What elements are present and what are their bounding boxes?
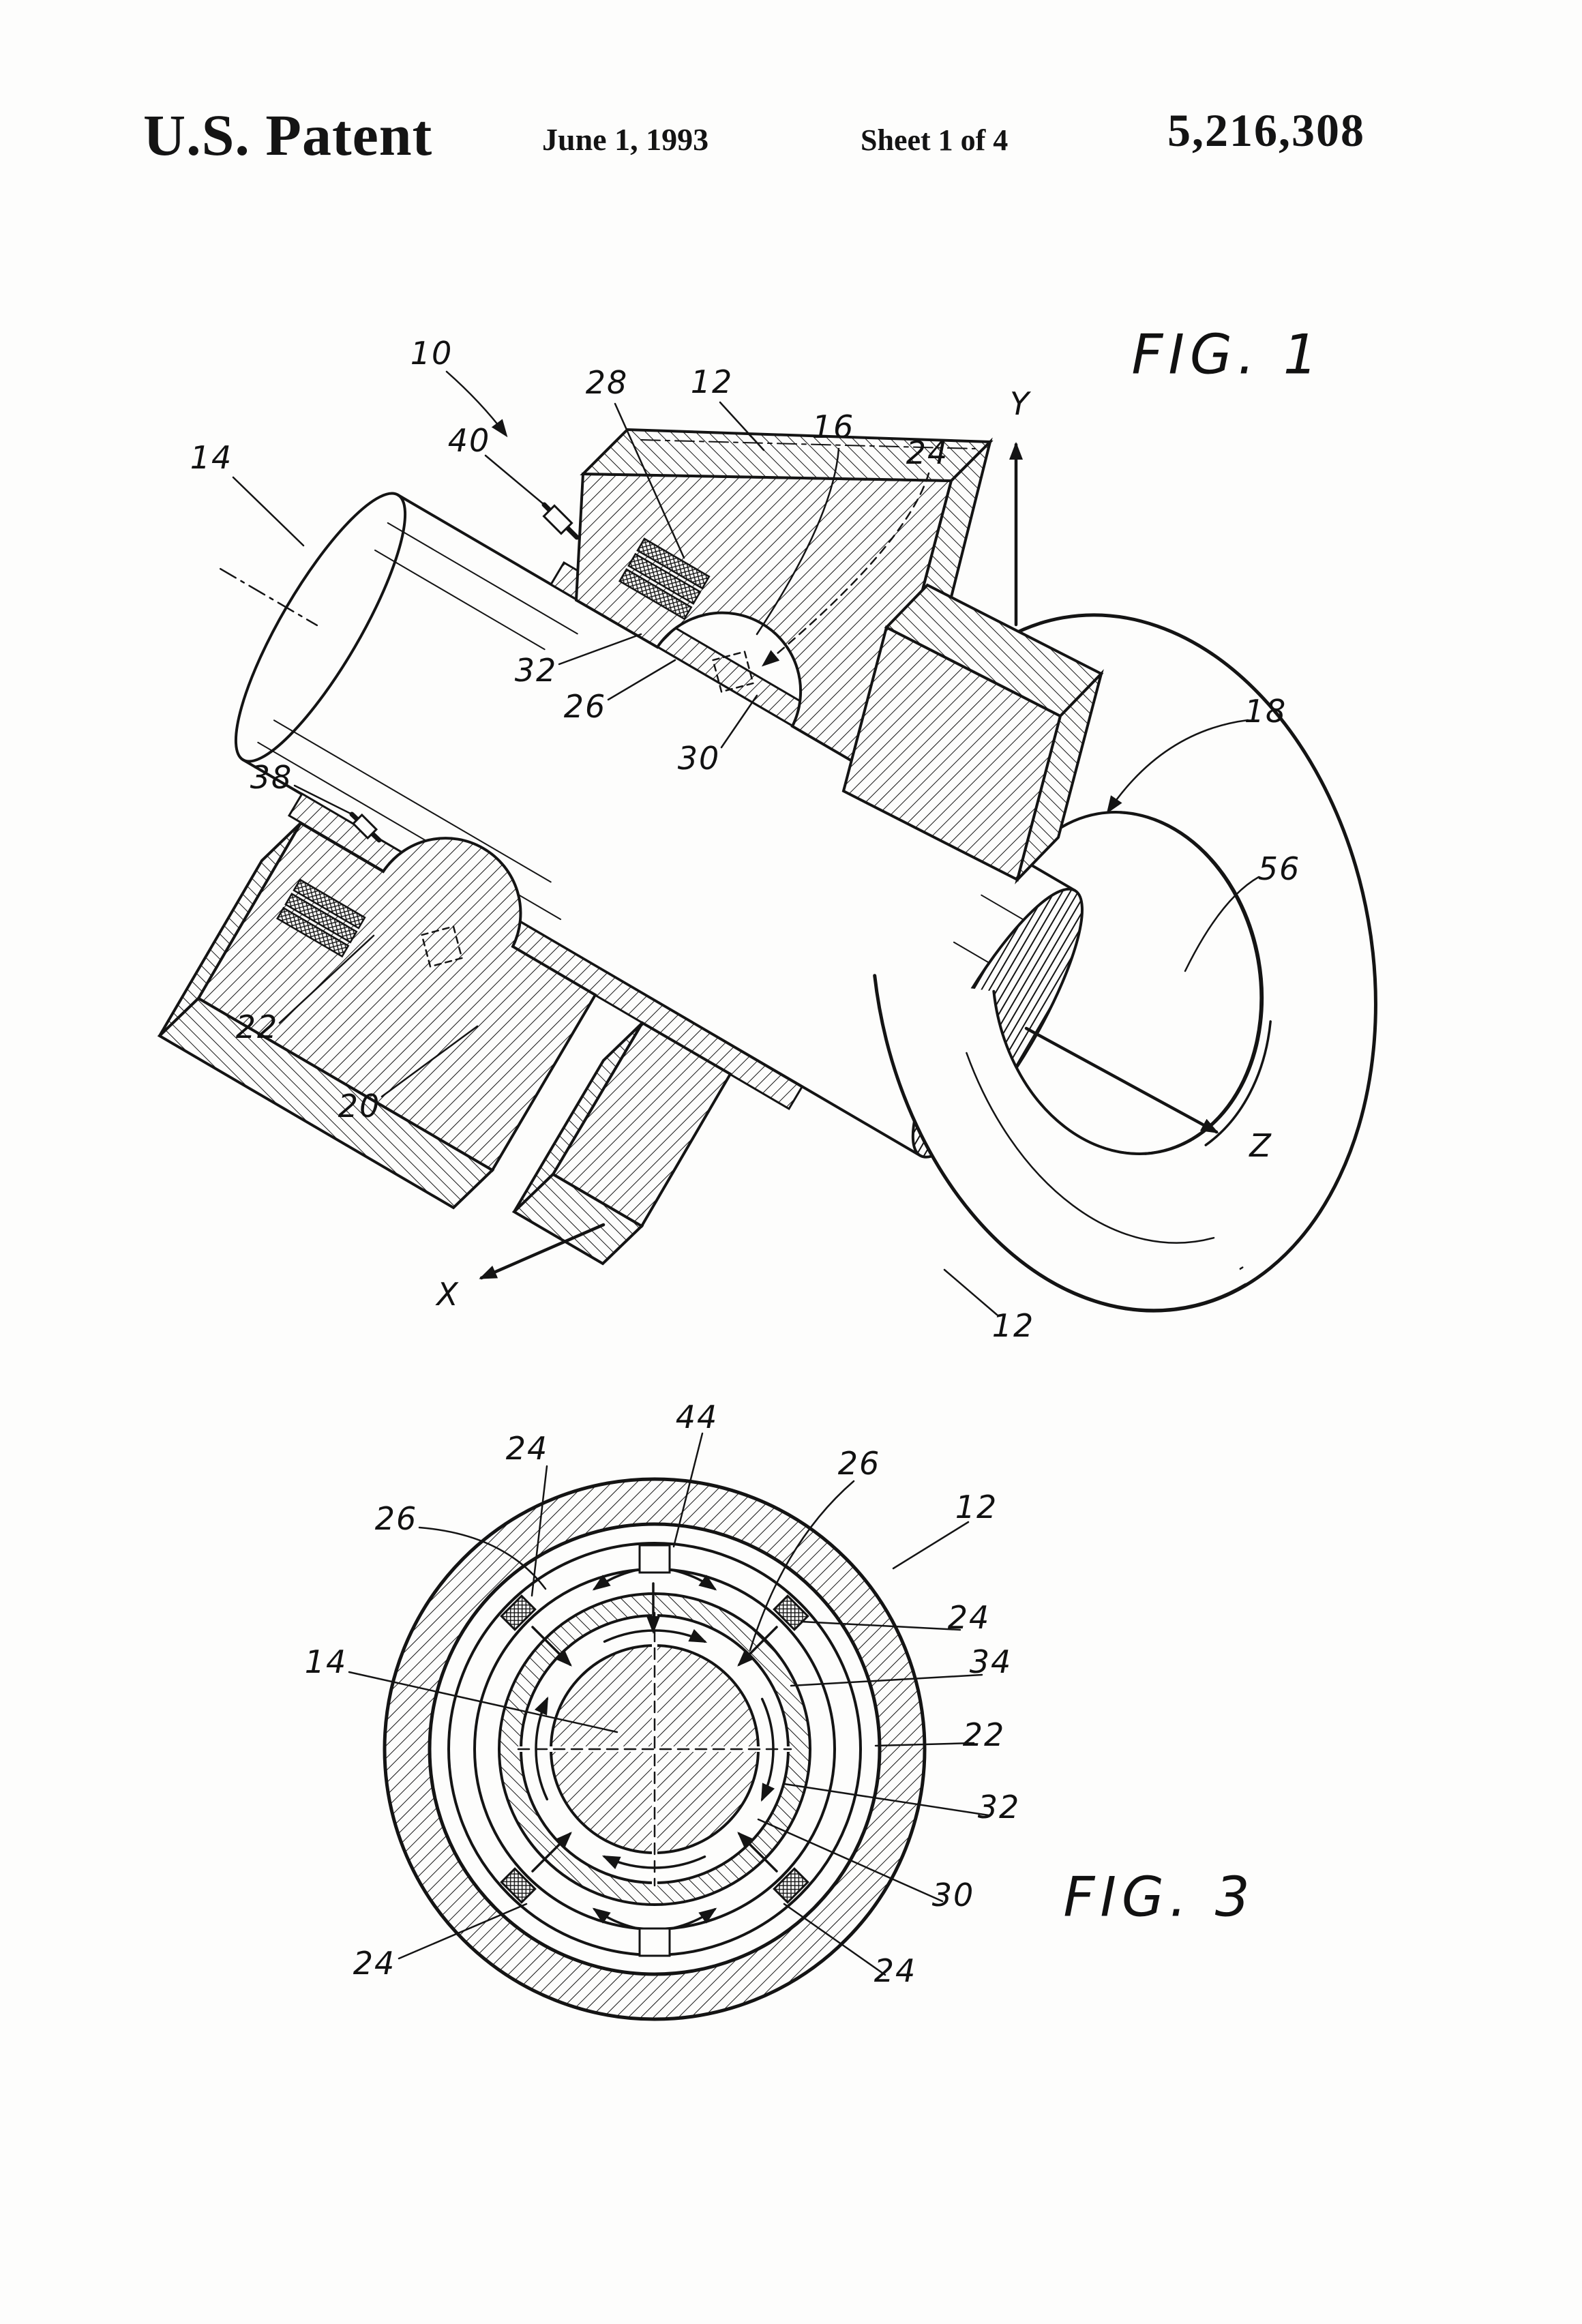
ref-numeral-fig3-34: 34	[969, 1643, 1013, 1680]
fig3-drawing	[348, 1432, 990, 2021]
lower-magnet-dashed	[421, 925, 463, 968]
leader-32	[558, 633, 642, 666]
fig1-leader-lines	[232, 370, 1260, 1316]
patent-title: U.S. Patent	[143, 102, 433, 168]
sheet-indicator: Sheet 1 of 4	[861, 123, 1009, 157]
leader-16	[756, 447, 840, 636]
leader-24-tl	[531, 1465, 548, 1597]
flux-arrows	[531, 1568, 778, 1930]
leader-30	[757, 1818, 944, 1903]
fig1-caption: FIG. 1	[1131, 323, 1324, 387]
leader-26-left	[418, 1526, 547, 1590]
shaft-centerline	[219, 567, 318, 627]
leader-20	[380, 1025, 479, 1098]
ref-numeral-fig3-26: 26	[837, 1445, 881, 1482]
ref-numeral-fig1-10: 10	[410, 335, 453, 372]
z-axis-arrow	[1024, 1026, 1219, 1134]
ring-inner-lip	[1204, 1020, 1272, 1146]
ref-numeral-fig1-26: 26	[563, 688, 607, 725]
ref-numeral-fig3-12: 12	[955, 1489, 998, 1525]
leader-12-bottom	[943, 1268, 998, 1316]
coolant-pipe-40	[541, 502, 580, 540]
fig3-caption: FIG. 3	[1063, 1865, 1255, 1929]
leader-18-arrow	[1106, 719, 1249, 814]
ref-numeral-fig3-32: 32	[977, 1789, 1021, 1826]
ref-numeral-fig1-Z: Z	[1249, 1127, 1272, 1164]
leader-12-top	[719, 401, 765, 451]
leader-30	[720, 694, 758, 749]
ref-numeral-fig1-40: 40	[447, 422, 491, 459]
ref-numeral-fig1-32: 32	[514, 652, 558, 689]
ref-numeral-fig3-24: 24	[505, 1430, 549, 1467]
crosshair-centerlines	[516, 1610, 794, 1888]
lower-lamination-stack	[275, 878, 366, 958]
leader-14	[232, 476, 305, 547]
top-notch	[638, 1544, 671, 1574]
lower-bearing-assembly	[157, 792, 804, 1266]
ref-numeral-fig1-24: 24	[906, 434, 949, 471]
leader-26	[607, 659, 676, 701]
leader-40	[484, 454, 546, 506]
ref-numeral-fig3-24: 24	[353, 1945, 396, 1982]
leader-24-bl	[398, 1903, 528, 1960]
leader-44	[672, 1432, 704, 1548]
leader-24-br	[783, 1903, 886, 1976]
leader-26-tr	[749, 1480, 855, 1652]
leader-34	[790, 1673, 983, 1687]
ref-numeral-fig3-30: 30	[931, 1877, 975, 1913]
leader-10	[445, 370, 508, 438]
ref-numeral-fig1-30: 30	[677, 740, 721, 777]
ref-numeral-fig3-44: 44	[675, 1399, 719, 1435]
ref-numeral-fig1-28: 28	[585, 364, 629, 401]
ref-numeral-fig1-12: 12	[690, 363, 734, 400]
leader-56	[1184, 876, 1260, 972]
ref-numeral-fig1-22: 22	[235, 1009, 279, 1045]
x-axis-arrow	[479, 1223, 606, 1280]
leader-24-r	[800, 1620, 961, 1631]
leader-38	[293, 784, 353, 816]
ref-numeral-fig3-26: 26	[374, 1500, 418, 1537]
coolant-pipe-38	[349, 811, 382, 843]
magnet-squares	[500, 1594, 809, 1904]
ref-numeral-fig1-18: 18	[1244, 693, 1287, 730]
leader-28	[614, 402, 685, 559]
patent-date: June 1, 1993	[542, 122, 709, 157]
ref-numeral-fig3-24: 24	[874, 1952, 917, 1989]
upper-lamination-stack	[618, 537, 711, 621]
fig3-leader-lines	[348, 1432, 990, 1976]
leader-24-dashed	[761, 472, 930, 667]
ref-numeral-fig3-22: 22	[962, 1716, 1006, 1753]
leader-22	[278, 934, 375, 1024]
ref-numeral-fig1-X: X	[436, 1276, 460, 1313]
patent-number: 5,216,308	[1167, 104, 1365, 156]
ref-numeral-fig1-38: 38	[250, 759, 293, 796]
bottom-notch	[638, 1927, 671, 1957]
ref-numeral-fig1-Y: Y	[1009, 385, 1031, 422]
leader-32	[783, 1783, 990, 1817]
ref-numeral-fig1-12: 12	[991, 1307, 1035, 1344]
ref-numeral-fig1-56: 56	[1257, 850, 1301, 887]
ref-numeral-fig3-24: 24	[947, 1599, 991, 1636]
ref-numeral-fig1-14: 14	[190, 439, 233, 476]
leader-14	[348, 1671, 618, 1733]
ref-numeral-fig3-14: 14	[304, 1643, 348, 1680]
leader-22	[874, 1742, 975, 1747]
ref-numeral-fig1-16: 16	[811, 408, 855, 445]
upper-magnet-dashed	[712, 651, 754, 693]
ref-numeral-fig1-20: 20	[338, 1088, 381, 1124]
fig1-drawing	[157, 370, 1377, 1316]
leader-12	[892, 1521, 970, 1570]
